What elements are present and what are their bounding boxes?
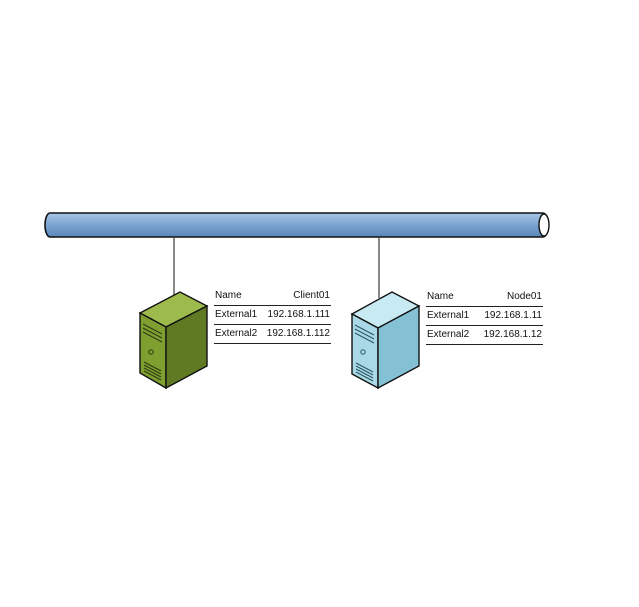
client-name-value: Client01	[261, 287, 331, 306]
client-ext1-value: 192.168.1.111	[261, 305, 331, 325]
node-ext1-value: 192.168.1.11	[475, 306, 543, 326]
node-ext2-label: External2	[426, 325, 476, 345]
node-ext2-value: 192.168.1.12	[475, 325, 543, 345]
table-row: External1 192.168.1.11	[426, 306, 543, 326]
table-row: Name Node01	[426, 288, 543, 307]
network-bus-icon	[44, 212, 550, 238]
client-ext2-value: 192.168.1.112	[261, 324, 331, 344]
node-info-table: Name Node01 External1 192.168.1.11 Exter…	[426, 288, 543, 345]
node-name-label: Name	[426, 288, 476, 307]
table-row: Name Client01	[214, 287, 331, 306]
client-server-icon	[138, 291, 209, 390]
client-ext2-label: External2	[214, 324, 262, 344]
table-row: External1 192.168.1.111	[214, 305, 331, 325]
client-info-table: Name Client01 External1 192.168.1.111 Ex…	[214, 287, 331, 344]
node-ext1-label: External1	[426, 306, 476, 326]
node-name-value: Node01	[475, 288, 543, 307]
client-ext1-label: External1	[214, 305, 262, 325]
node-server-icon	[350, 291, 421, 390]
table-row: External2 192.168.1.12	[426, 325, 543, 345]
client-name-label: Name	[214, 287, 262, 306]
table-row: External2 192.168.1.112	[214, 324, 331, 344]
